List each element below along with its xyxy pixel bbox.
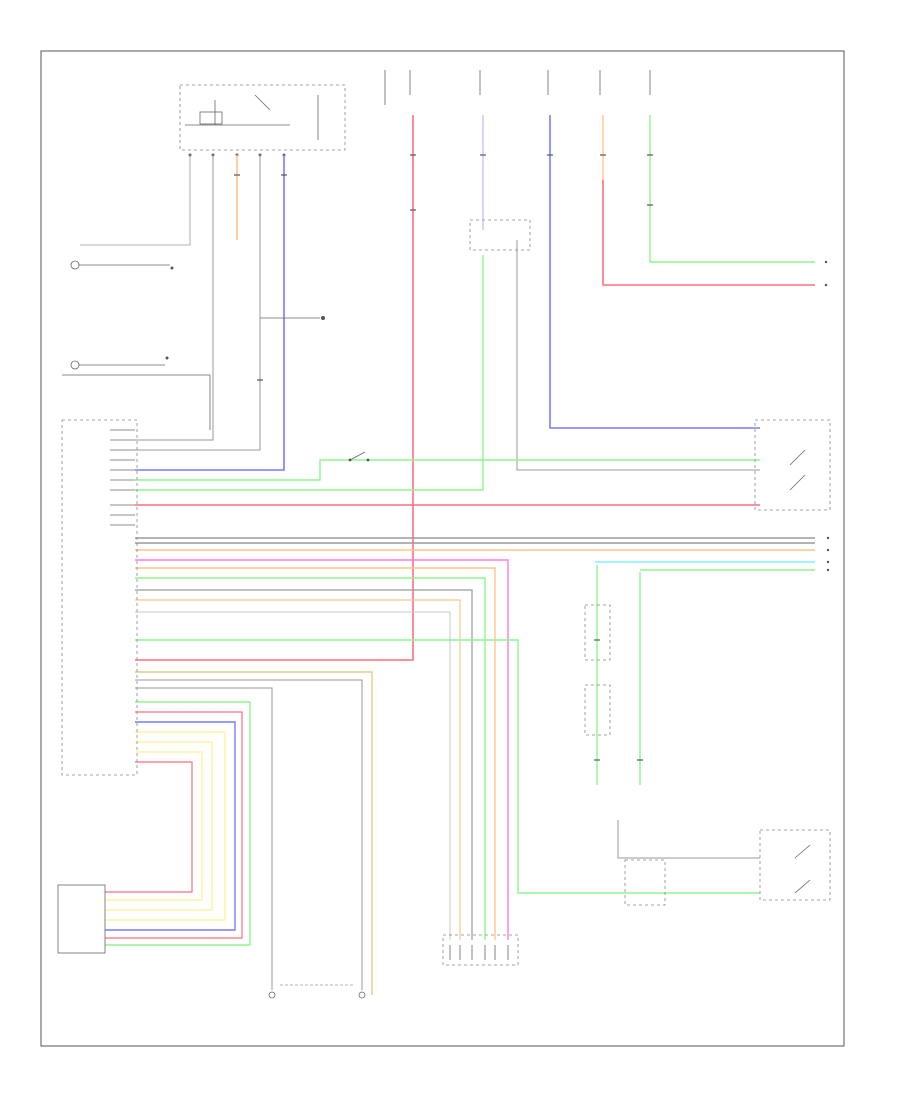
wire-pink-module xyxy=(105,711,243,939)
wire-gray-relay-3 xyxy=(80,155,191,246)
diagram-frame xyxy=(40,50,845,1047)
wire-gray-right xyxy=(617,820,760,859)
inline-switch xyxy=(348,451,370,462)
wire-green-module xyxy=(105,701,251,946)
wire-red-module xyxy=(105,761,193,893)
wire-gray-relay-1 xyxy=(135,155,261,451)
wire-orange-connector-2 xyxy=(135,599,461,940)
wire-red-fuse1 xyxy=(135,115,414,661)
right-relay-switch xyxy=(754,419,831,511)
bottom-right-sensor xyxy=(624,859,666,906)
ground-symbol xyxy=(300,316,325,320)
wire-green-fuse5 xyxy=(649,115,815,263)
wire-red-fuse4 xyxy=(602,180,815,286)
bottom-center-connector xyxy=(442,934,519,966)
wire-orange-connector xyxy=(135,567,496,940)
wire-gray-connector-2 xyxy=(135,611,451,940)
wire-yellow-module-3 xyxy=(105,751,203,901)
bottom-left-module xyxy=(57,884,106,954)
wire-blue-fuse3 xyxy=(549,115,760,429)
connector-ticks xyxy=(234,154,653,761)
wire-yellow-module-2 xyxy=(105,741,213,911)
wire-green-fuse2 xyxy=(135,255,484,491)
left-sensor-2 xyxy=(62,356,211,430)
wire-blue-left xyxy=(135,155,285,471)
wire-gray-sensor-2 xyxy=(135,687,273,990)
wire-gray-connector xyxy=(135,589,473,940)
wire-yellow-module-1 xyxy=(105,731,226,921)
sensor-bottom-2 xyxy=(358,991,366,999)
wire-gray-fuse2 xyxy=(516,240,760,471)
right-switch xyxy=(759,829,831,901)
right-middle-component-2 xyxy=(584,684,611,736)
wire-gray-relay-2 xyxy=(135,155,214,441)
wire-green-connector xyxy=(135,577,486,940)
sensor-bottom-1 xyxy=(268,991,276,999)
engine-control-module xyxy=(61,419,138,776)
wire-tan-sensor xyxy=(135,671,373,995)
wire-gray-sensor-1 xyxy=(135,679,363,990)
wire-green-right-switch xyxy=(135,639,760,894)
right-middle-component-1 xyxy=(584,604,611,661)
wire-green-loop xyxy=(135,459,760,481)
fuse2-junction xyxy=(469,219,531,251)
left-sensor-1 xyxy=(70,260,174,270)
right-terminals xyxy=(824,260,830,572)
relay-block xyxy=(179,84,346,151)
wire-pink-connector xyxy=(135,559,509,940)
wire-blue-module xyxy=(105,721,236,931)
